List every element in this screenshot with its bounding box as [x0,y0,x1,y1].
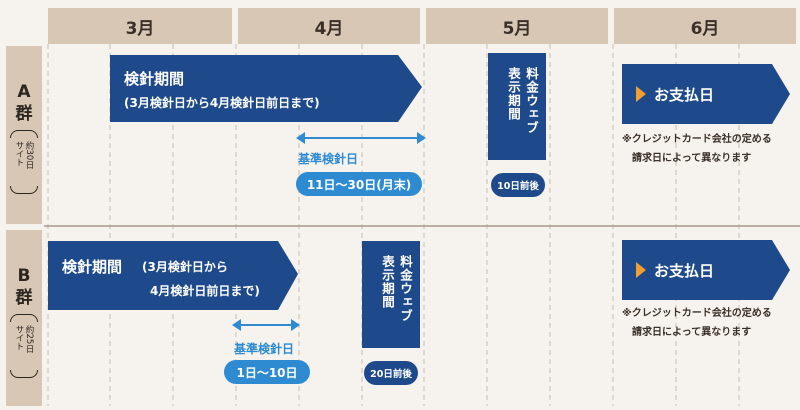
group-b-pay-arrow [622,240,790,300]
group-a-label: A 群 約30日 サイト [6,46,42,224]
group-a-pay-play-icon [636,86,646,102]
group-a-cycle-label: サイト [14,141,24,167]
group-a-reading-arrow [110,55,422,122]
group-a-pay-arrow [622,64,790,124]
group-b-web-badge: 20日前後 [364,361,418,385]
group-b-label: B 群 約25日 サイト [6,230,42,406]
group-b-reading-title: 検針期間 [62,258,123,276]
group-a-pay-label: お支払日 [654,86,715,104]
group-a-web-badge: 10日前後 [491,173,545,197]
group-b-ref-label: 基準検針日 [234,342,295,356]
group-a-letter: A [17,82,31,102]
group-b-web-line2: 表示期間 [380,255,395,309]
group-b-char: 群 [15,288,33,308]
group-a-note-line1: ※クレジットカード会社の定める [622,134,772,145]
group-a-ref-double-arrow [296,132,426,144]
group-a-cycle-value: 約30日 [24,141,34,169]
month-header-may: 5月 [426,8,608,44]
group-b-ref-range: 1日～10日 [224,360,310,384]
group-a-ref-range: 11日～30日(月末) [296,172,422,196]
group-b-reading-sub-2: 4月検針日前日まで) [150,284,260,298]
group-b-web-line1: 料金ウェブ [398,255,413,323]
group-a-web-period-box: 料金ウェブ 表示期間 [488,53,546,160]
group-b-pay-play-icon [636,262,646,278]
group-a-reading-title: 検針期間 [124,70,185,88]
group-b-cycle-label: サイト [14,325,24,351]
group-a-web-line1: 料金ウェブ [524,67,539,135]
group-a-reading-sub: (3月検針日から4月検針日前日まで) [124,96,320,110]
month-header-mar: 3月 [48,8,232,44]
month-header-jun: 6月 [614,8,796,44]
group-a-web-line2: 表示期間 [506,67,521,121]
group-b-web-period-box: 料金ウェブ 表示期間 [362,241,420,348]
group-a-ref-label: 基準検針日 [298,152,359,166]
group-b-reading-sub-1: (3月検針日から [142,260,228,274]
group-a-char: 群 [15,104,33,124]
month-header-apr: 4月 [238,8,420,44]
group-b-note-line1: ※クレジットカード会社の定める [622,308,772,319]
group-b-letter: B [17,266,31,286]
group-b-reading-arrow [48,241,298,310]
group-a-note-line2: 請求日によって異なります [632,153,752,164]
group-b-cycle-value: 約25日 [24,325,34,353]
group-b-note-line2: 請求日によって異なります [632,327,752,338]
group-b-pay-label: お支払日 [654,262,715,280]
group-b-ref-double-arrow [232,319,300,331]
